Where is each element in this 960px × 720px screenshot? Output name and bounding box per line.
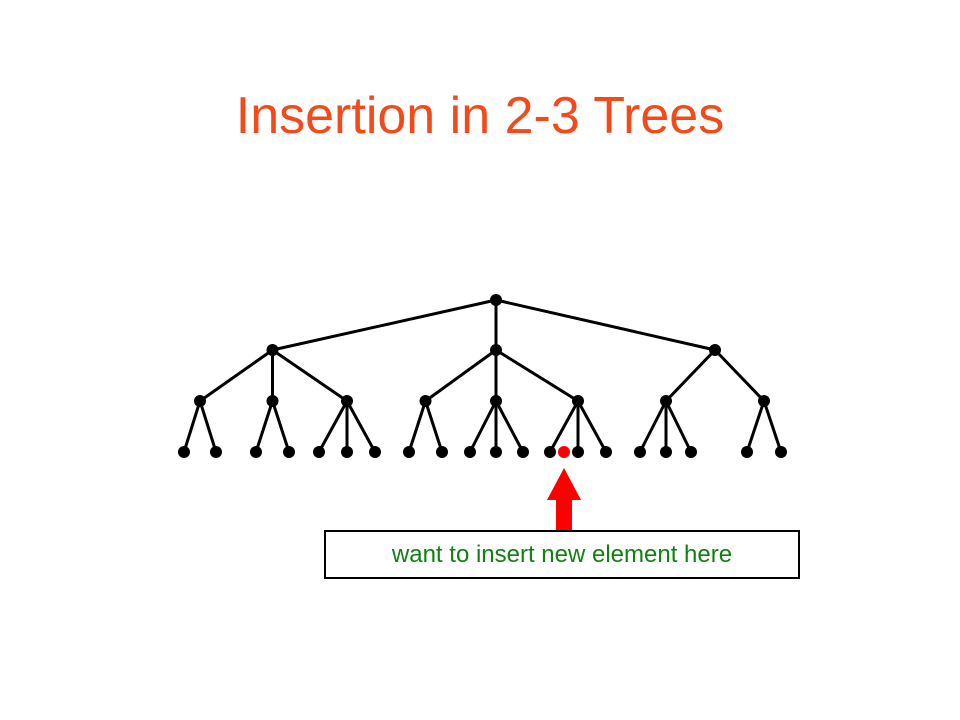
new-element-dot: [558, 446, 570, 458]
tree-leaf-p: [634, 446, 646, 458]
insertion-arrow: [547, 468, 581, 531]
tree-node-middle: [490, 344, 502, 356]
tree-leaf-f: [341, 446, 353, 458]
tree-edge-m3-m: [548, 400, 580, 453]
callout-box: want to insert new element here: [324, 530, 800, 579]
tree-leaf-a: [178, 446, 190, 458]
tree-edge-middle-m3: [495, 348, 579, 403]
tree-node-l3: [341, 395, 353, 407]
tree-edge-l1-b: [198, 400, 218, 453]
tree-leaf-m: [544, 446, 556, 458]
tree-node-l2: [266, 395, 279, 407]
tree-edge-r1-r: [664, 400, 693, 453]
tree-leaf-b: [210, 446, 222, 458]
tree-edge-m2-j: [468, 400, 498, 453]
tree-edge-m1-i: [424, 400, 444, 453]
tree-edges: [182, 298, 783, 453]
tree-edge-r2-t: [762, 400, 783, 453]
tree-leaf-j: [464, 446, 476, 458]
tree-leaf-o: [600, 446, 612, 458]
tree-node-m2: [490, 395, 502, 407]
insertion-marker: [547, 446, 581, 531]
tree-leaf-c: [250, 446, 262, 458]
tree-node-m1: [419, 395, 432, 407]
tree-edge-r2-s: [745, 400, 766, 453]
tree-leaf-k: [490, 446, 502, 458]
tree-node-root: [490, 294, 502, 306]
tree-leaf-l: [517, 446, 529, 458]
tree-node-r2: [758, 395, 770, 407]
tree-edge-middle-m1: [424, 348, 497, 403]
tree-leaf-t: [775, 446, 787, 458]
tree-node-m3: [572, 395, 584, 407]
tree-leaf-e: [313, 446, 325, 458]
tree-edge-l2-d: [271, 400, 291, 453]
tree-edge-right-r1: [664, 348, 717, 403]
tree-node-l1: [194, 395, 206, 407]
tree-edge-l3-g: [345, 400, 377, 453]
tree-leaf-q: [660, 446, 672, 458]
tree-edge-l1-a: [182, 400, 202, 453]
tree-node-right: [709, 344, 721, 356]
tree-edge-root-left: [272, 298, 497, 352]
tree-edge-right-r2: [713, 348, 766, 403]
tree-edge-m2-l: [494, 400, 525, 453]
tree-edge-l2-c: [254, 400, 274, 453]
tree-edge-r1-p: [638, 400, 668, 453]
tree-edge-left-l1: [199, 348, 274, 403]
tree-edge-l3-e: [317, 400, 349, 453]
tree-node-r1: [660, 395, 672, 407]
tree-leaf-i: [436, 446, 448, 458]
tree-edge-m1-h: [407, 400, 427, 453]
callout-text: want to insert new element here: [391, 540, 733, 568]
tree-edge-root-right: [495, 298, 716, 352]
tree-leaf-h: [403, 446, 415, 458]
tree-leaf-g: [369, 446, 381, 458]
tree-leaf-r: [685, 446, 697, 458]
slide-title: Insertion in 2-3 Trees: [235, 87, 725, 145]
tree-leaf-n: [572, 446, 584, 458]
tree-leaf-d: [283, 446, 295, 458]
tree-edge-left-l3: [271, 348, 348, 403]
tree-node-left: [266, 344, 279, 356]
tree-nodes: [178, 294, 787, 458]
tree-leaf-s: [741, 446, 753, 458]
tree-edge-m3-o: [576, 400, 608, 453]
